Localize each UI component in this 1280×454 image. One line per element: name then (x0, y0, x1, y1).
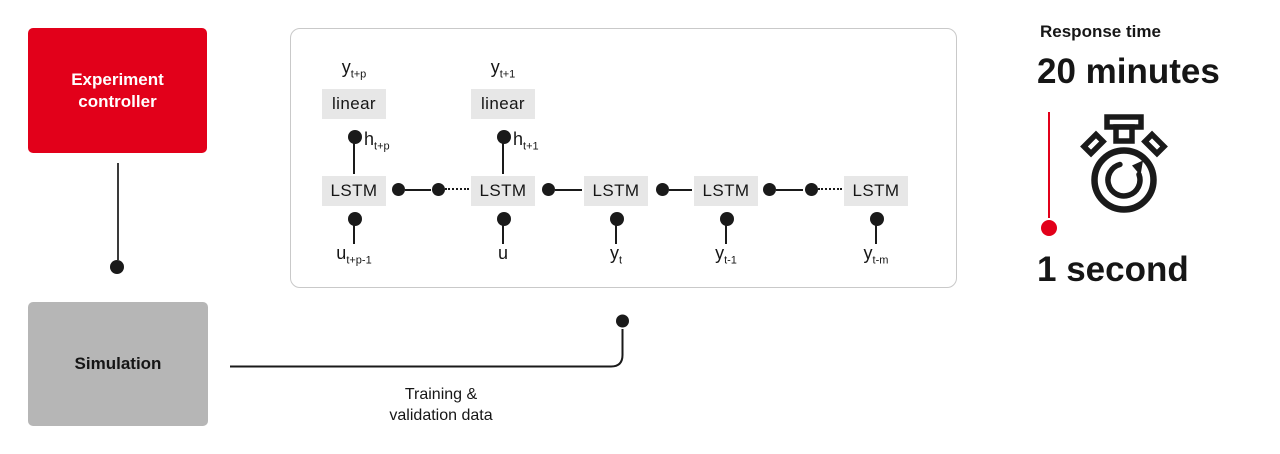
response-time-title: Response time (1040, 22, 1161, 41)
recurrent-dot (804, 183, 818, 196)
input-label-y-t-m: yt-m (863, 243, 889, 267)
input-stub-4 (725, 225, 727, 244)
input-label-u: u (497, 243, 508, 263)
lstm-network-panel: yt+p linear ht+p LSTM ut+p-1 yt+1 linear… (290, 28, 957, 288)
hidden-state-stub-2 (502, 143, 504, 174)
input-label-u-t+p-1: ut+p-1 (336, 243, 372, 267)
recurrent-dot (391, 183, 405, 196)
response-time-line (1048, 112, 1050, 218)
recurrent-dot (541, 183, 555, 196)
training-data-label: Training & validation data (341, 384, 541, 426)
input-stub-3 (615, 225, 617, 244)
lstm-chip-1: LSTM (322, 176, 386, 206)
linear-chip-1: linear (322, 89, 386, 119)
stopwatch-rotate-arrow-arc (1105, 161, 1143, 199)
recurrent-dot (431, 183, 445, 196)
lstm-chip-4: LSTM (694, 176, 758, 206)
simulation-label: Simulation (74, 354, 162, 373)
stopwatch-right-lug (1141, 130, 1168, 158)
lstm-chip-2: LSTM (471, 176, 535, 206)
input-dot-4 (719, 212, 734, 226)
input-stub-2 (502, 225, 504, 244)
response-time-fast-value: 1 second (1037, 250, 1189, 289)
stopwatch-stem (1113, 124, 1135, 144)
stopwatch-left-lug (1080, 130, 1107, 158)
stopwatch-icon (1080, 114, 1168, 213)
recurrent-line (555, 188, 582, 191)
recurrent-line (776, 188, 803, 191)
linear-chip-2: linear (471, 89, 535, 119)
input-dot-5 (869, 212, 884, 226)
recurrent-line (405, 188, 431, 191)
input-label-y-t-1: yt-1 (715, 243, 737, 267)
training-data-label-line1: Training & (404, 386, 478, 403)
training-data-flow-line (230, 329, 624, 368)
training-data-label-line2: validation data (389, 407, 493, 424)
input-dot-1 (347, 212, 362, 226)
training-data-flow-endpoint-dot (616, 314, 629, 328)
simulation-box: Simulation (28, 302, 208, 426)
input-dot-2 (496, 212, 511, 226)
input-stub-1 (353, 225, 355, 244)
hidden-state-dot-1 (347, 130, 362, 144)
experiment-controller-box: Experiment controller (28, 28, 207, 153)
lstm-chip-5: LSTM (844, 176, 908, 206)
recurrent-ellipsis (818, 188, 842, 190)
stopwatch-body (1091, 147, 1157, 213)
response-time-dot (1041, 220, 1057, 236)
recurrent-ellipsis (445, 188, 469, 190)
hidden-label-h-t+p: ht+p (364, 129, 390, 153)
hidden-state-stub-1 (353, 143, 355, 174)
recurrent-line (669, 188, 692, 191)
controller-to-simulation-line (117, 163, 119, 260)
lstm-chip-3: LSTM (584, 176, 648, 206)
stopwatch-rotate-arrow-head (1132, 160, 1143, 176)
recurrent-dot (762, 183, 776, 196)
output-label-y-t+p: yt+p (341, 57, 367, 81)
response-time-slow-value: 20 minutes (1037, 52, 1220, 91)
hidden-state-dot-2 (496, 130, 511, 144)
experiment-controller-label-line1: Experiment (71, 69, 164, 89)
input-stub-5 (875, 225, 877, 244)
input-label-y-t: yt (609, 243, 623, 267)
recurrent-dot (655, 183, 669, 196)
controller-line-endpoint-dot (110, 260, 124, 274)
input-dot-3 (609, 212, 624, 226)
hidden-label-h-t+1: ht+1 (513, 129, 539, 153)
experiment-controller-label-line2: controller (78, 91, 157, 111)
output-label-y-t+1: yt+1 (490, 57, 516, 81)
